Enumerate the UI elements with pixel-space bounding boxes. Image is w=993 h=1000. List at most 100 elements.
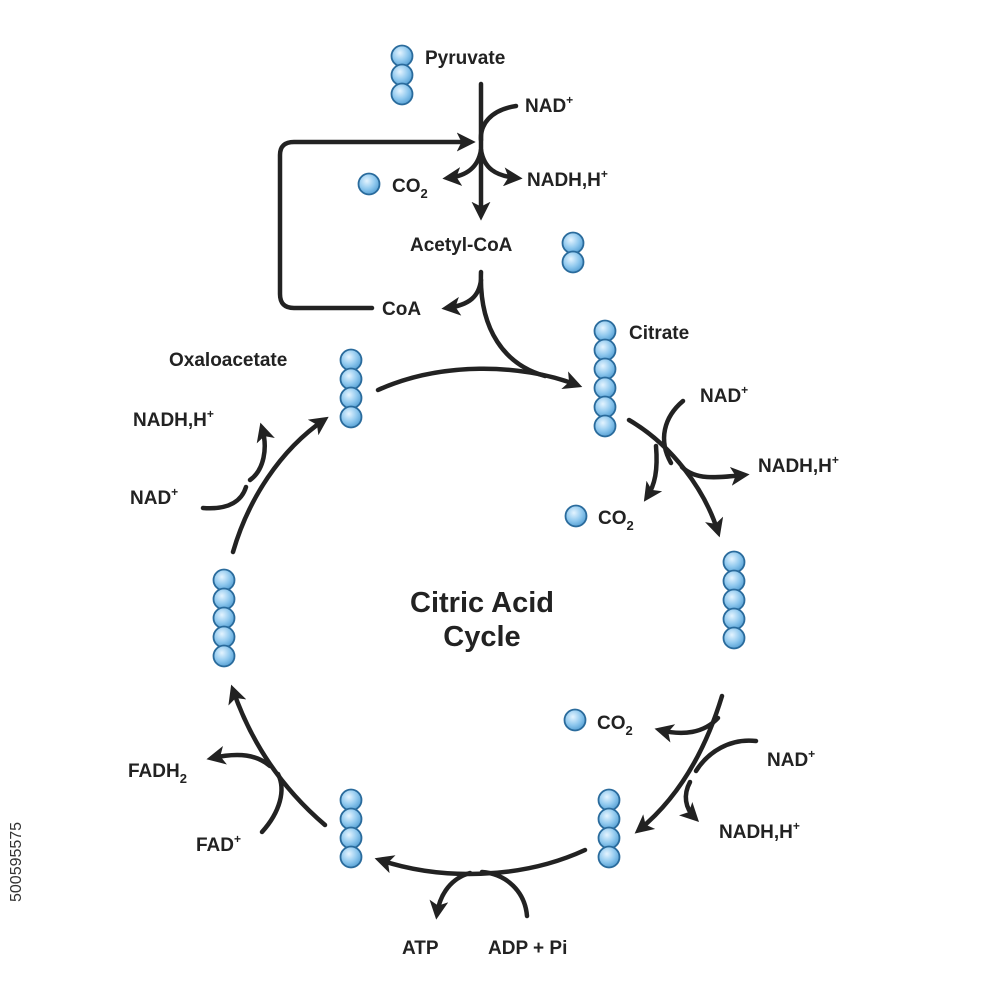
pyruvate-label: Pyruvate — [425, 48, 505, 69]
co2-output-arrow — [643, 443, 663, 502]
adp-pi-input-curve — [479, 869, 530, 919]
co2-label: CO2 — [392, 176, 428, 201]
co2-molecule — [357, 172, 381, 196]
carbon-atom — [212, 568, 236, 592]
carbon-atom — [597, 845, 621, 869]
akg-to-succinyl-arrow — [634, 693, 725, 834]
fad-input-curve — [259, 771, 284, 835]
carbon-atom — [722, 626, 746, 650]
carbon-atom — [212, 606, 236, 630]
atp-label: ATP — [402, 938, 439, 959]
succinyl-coa-molecule — [597, 788, 621, 869]
nadh-output-arrow — [679, 464, 750, 486]
nadh-label: NADH,H+ — [133, 407, 214, 431]
nad-input-curve — [693, 738, 759, 774]
fadh2-output-arrow — [206, 745, 273, 769]
oxaloacetate-label: Oxaloacetate — [169, 350, 287, 371]
citrate-label: Citrate — [629, 323, 689, 344]
atp-output-arrow — [429, 870, 473, 920]
carbon-atom — [212, 587, 236, 611]
coa-label: CoA — [382, 299, 421, 320]
nad-label: NAD+ — [525, 93, 573, 117]
cycle-title-line1: Citric Acid — [410, 587, 554, 619]
citrate-synthase-step — [375, 269, 583, 393]
nadh-output-arrow — [478, 147, 523, 187]
succinate-dehydrogenase-step — [206, 684, 328, 835]
carbon-atom — [339, 405, 363, 429]
coa-recycle-loop-arrow — [277, 132, 476, 311]
co2-label: CO2 — [598, 508, 634, 533]
nad-label: NAD+ — [767, 747, 815, 771]
nadh-output-arrow — [247, 422, 275, 483]
carbon-atom — [722, 588, 746, 612]
co2-molecule — [564, 504, 588, 528]
carbon-atom — [339, 348, 363, 372]
fadh2-label: FADH2 — [128, 761, 187, 786]
carbon-atom — [339, 367, 363, 391]
nad-input-curve — [661, 398, 686, 466]
carbon-atom — [593, 357, 617, 381]
nadh-output-arrow — [678, 779, 700, 823]
co2-label: CO2 — [597, 713, 633, 738]
nad-label: NAD+ — [700, 383, 748, 407]
coa-release-arrow — [441, 277, 484, 316]
carbon-atom — [722, 569, 746, 593]
carbon-atom — [563, 708, 587, 732]
stock-id-watermark: 500595575 — [6, 760, 32, 910]
acetyl-coa-label: Acetyl-CoA — [410, 235, 513, 256]
malate-to-oxaloacetate-arrow — [230, 416, 329, 555]
nad-label: NAD+ — [130, 485, 178, 509]
co2-molecule — [563, 708, 587, 732]
citrate-molecule — [593, 319, 617, 438]
carbon-atom — [339, 845, 363, 869]
succinyl-coa-synthetase-step — [374, 847, 588, 920]
pyruvate-molecule — [390, 44, 414, 106]
fumarate-molecule — [212, 568, 236, 668]
carbon-atom — [339, 826, 363, 850]
nadh-label: NADH,H+ — [758, 453, 839, 477]
carbon-atom — [597, 807, 621, 831]
carbon-atom — [593, 338, 617, 362]
carbon-atom — [597, 826, 621, 850]
co2-output-arrow — [442, 147, 484, 186]
alpha-ketoglutarate-molecule — [722, 550, 746, 650]
nadh-label: NADH,H+ — [527, 167, 608, 191]
pyruvate-dehydrogenase-step — [277, 81, 523, 311]
carbon-atom — [722, 550, 746, 574]
carbon-atom — [593, 395, 617, 419]
carbon-atom — [593, 414, 617, 438]
malate-dehydrogenase-step — [200, 416, 329, 555]
isocitrate-dehydrogenase-step — [626, 398, 750, 538]
carbon-atom — [390, 63, 414, 87]
carbon-atom — [722, 607, 746, 631]
adp-pi-label: ADP + Pi — [488, 938, 567, 959]
carbon-atom — [390, 44, 414, 68]
oxaloacetate-to-citrate-arrow — [375, 366, 583, 393]
nad-input-curve — [200, 484, 249, 511]
carbon-atom — [593, 376, 617, 400]
carbon-atom — [564, 504, 588, 528]
fad-label: FAD+ — [196, 832, 241, 856]
carbon-atom — [561, 250, 585, 274]
nad-input-curve — [478, 103, 519, 143]
alpha-ketoglutarate-dehydrogenase-step — [634, 693, 759, 834]
carbon-atom — [339, 386, 363, 410]
stock-id-text: 500595575 — [8, 821, 25, 902]
carbon-atom — [561, 231, 585, 255]
carbon-atom — [212, 625, 236, 649]
oxaloacetate-molecule — [339, 348, 363, 429]
acetyl-coa-molecule — [561, 231, 585, 274]
carbon-atom — [357, 172, 381, 196]
cycle-title-line2: Cycle — [443, 621, 520, 653]
carbon-atom — [339, 788, 363, 812]
carbon-atom — [597, 788, 621, 812]
carbon-atom — [339, 807, 363, 831]
carbon-atom — [390, 82, 414, 106]
carbon-atom — [212, 644, 236, 668]
succinate-molecule — [339, 788, 363, 869]
carbon-atom — [593, 319, 617, 343]
nadh-label: NADH,H+ — [719, 819, 800, 843]
acetyl-coa-input-curve — [478, 269, 548, 379]
co2-output-arrow — [654, 715, 721, 743]
